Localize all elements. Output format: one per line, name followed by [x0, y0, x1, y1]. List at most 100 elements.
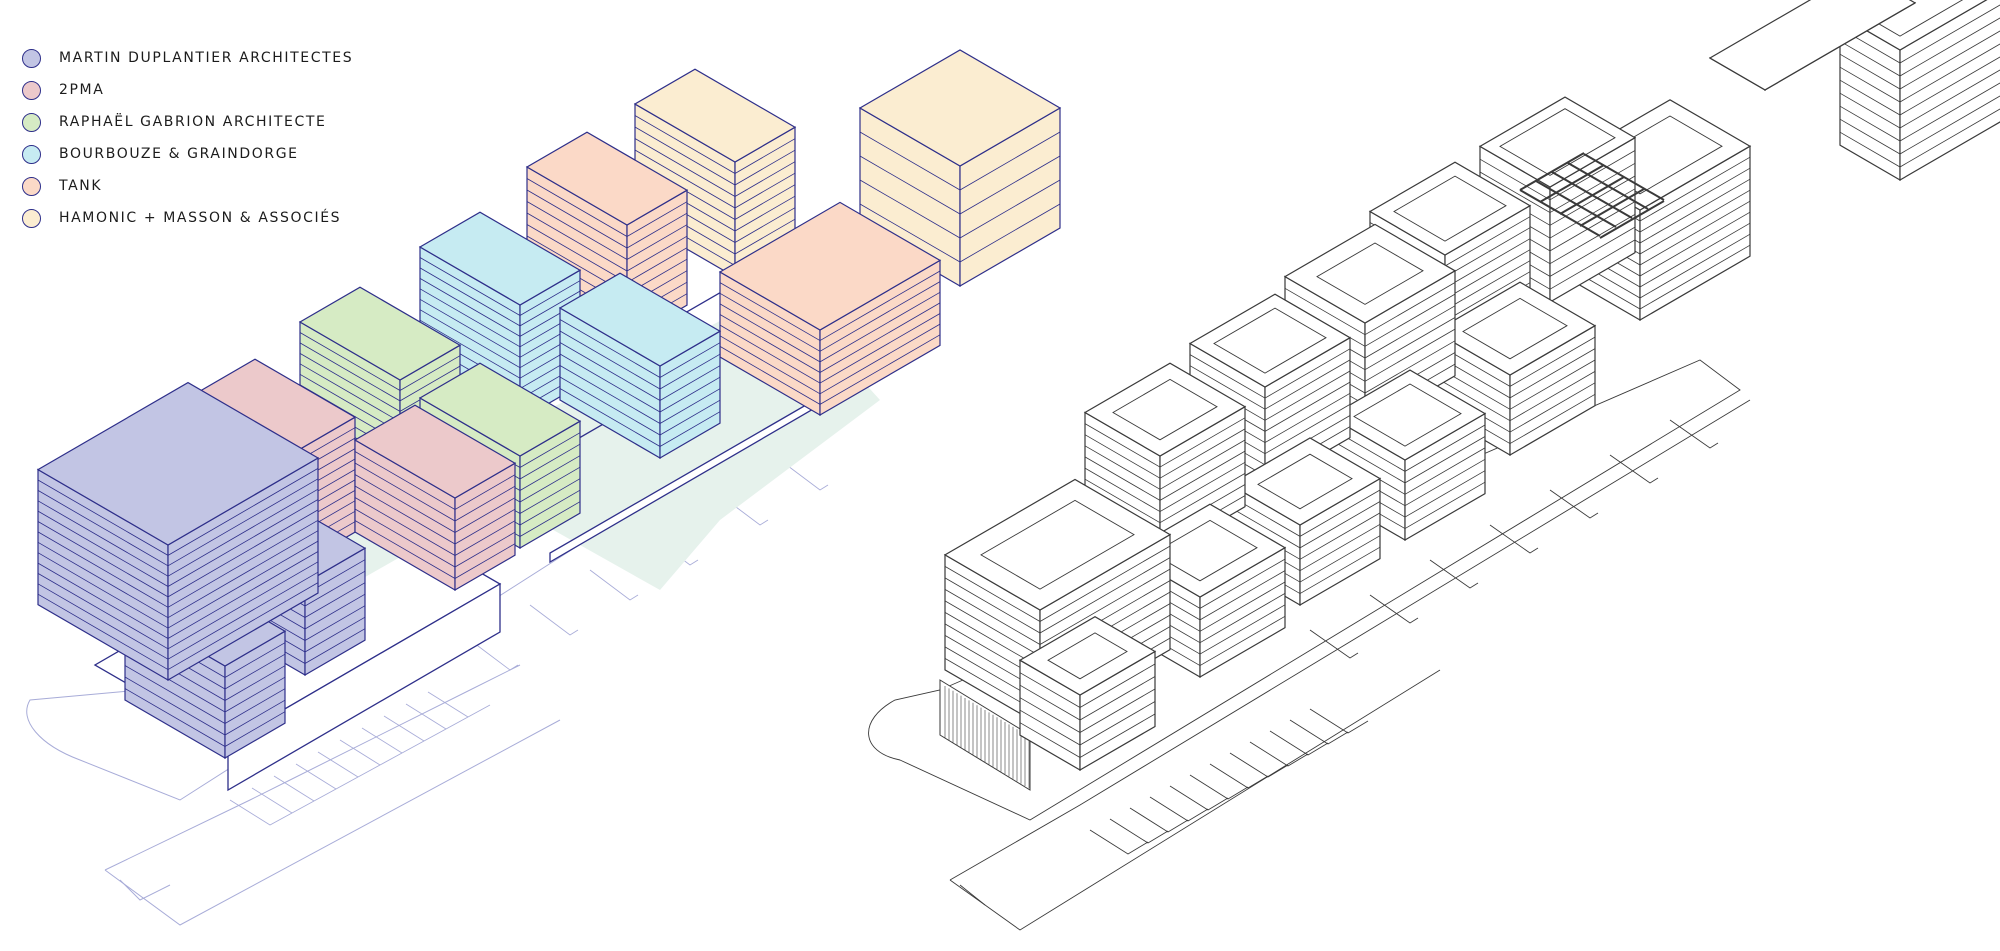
floor-line: [354, 497, 516, 556]
building-roof: [718, 201, 942, 331]
building-roof: [418, 211, 582, 306]
legend-swatch: [22, 208, 41, 228]
floor-line: [559, 319, 721, 378]
legend-label: TANK: [59, 178, 103, 194]
floor-line: [1839, 56, 2000, 116]
floor-line: [1019, 713, 1156, 758]
paving-pattern: [1089, 708, 1369, 855]
floor-line: [1839, 108, 2000, 168]
building-martin-duplantier: [36, 381, 320, 682]
site-spur-line: [1369, 594, 1419, 624]
floor-line: [559, 353, 721, 413]
site-outline: [868, 359, 1741, 821]
building-roof: [353, 404, 517, 499]
floor-line: [1329, 436, 1486, 484]
building-roof: [858, 49, 1062, 167]
site-spur-line: [1489, 524, 1539, 554]
floor-line: [419, 257, 581, 316]
floor-line: [1019, 663, 1156, 708]
floor-line: [354, 474, 516, 533]
floor-line: [1434, 336, 1596, 387]
building-face: [1899, 0, 2000, 182]
roof-terrace: [980, 499, 1135, 590]
floor-line: [559, 342, 721, 401]
floor-line: [719, 313, 941, 384]
building-roof: [1283, 223, 1457, 324]
site-spur-line: [1429, 559, 1479, 589]
floor-line: [1479, 162, 1636, 214]
building-roof: [1708, 0, 1917, 91]
street-edge: [104, 719, 561, 926]
floor-line: [634, 115, 796, 174]
floor-line: [719, 291, 941, 363]
floor-line: [1019, 701, 1156, 746]
floor-line: [1189, 348, 1351, 399]
floor-line: [1839, 82, 2000, 142]
floor-line: [559, 376, 721, 436]
floor-line: [859, 155, 1061, 215]
floor-line: [37, 582, 319, 671]
roof-terrace: [1462, 297, 1568, 360]
street-edge: [949, 669, 1441, 931]
floor-line: [37, 540, 319, 629]
building-tank: [718, 201, 942, 417]
floor-line: [37, 468, 319, 556]
roof-terrace: [1316, 242, 1424, 305]
floor-line: [634, 126, 796, 186]
floor-line: [559, 388, 721, 447]
roof-terrace: [1393, 175, 1507, 242]
legend-swatch: [22, 48, 41, 68]
floor-line: [526, 178, 688, 237]
floor-line: [719, 334, 941, 405]
roof-terrace: [1257, 453, 1353, 510]
legend-swatch: [22, 176, 41, 196]
building-roof: [525, 131, 689, 226]
building-roof: [1368, 161, 1532, 256]
floor-line: [37, 530, 319, 619]
floor-line: [1434, 348, 1596, 399]
legend-swatch: [22, 80, 41, 100]
building-hamonic-masson: [858, 49, 1062, 288]
building-roof: [558, 272, 722, 367]
legend-swatch: [22, 144, 41, 164]
floor-line: [719, 302, 941, 373]
building-hamonic-masson-detail: [1708, 0, 1917, 92]
floor-line: [1229, 489, 1381, 537]
site-spur-line: [779, 459, 829, 491]
legend-label: BOURBOUZE & GRAINDORGE: [59, 146, 299, 162]
floor-line: [124, 665, 286, 724]
floor-line: [299, 332, 461, 391]
floor-line: [37, 571, 319, 660]
pergola-beam: [1583, 153, 1665, 201]
floor-line: [124, 676, 286, 736]
floor-line: [1434, 371, 1596, 422]
floor-line: [1189, 359, 1351, 410]
building-roof: [633, 68, 797, 163]
floor-line: [634, 138, 796, 197]
floor-line: [354, 451, 516, 510]
floor-line: [1084, 417, 1246, 468]
floor-line: [526, 201, 688, 260]
building-roof: [943, 478, 1172, 611]
legend-item-bourbouze-graindorge: BOURBOUZE & GRAINDORGE: [22, 138, 353, 170]
floor-line: [419, 267, 581, 327]
floor-line: [354, 485, 516, 545]
roof-terrace: [1213, 307, 1327, 374]
floor-line: [1084, 461, 1246, 513]
paving-pattern: [229, 691, 491, 826]
legend-label: HAMONIC + MASSON & ASSOCIÉS: [59, 210, 342, 226]
floor-line: [354, 520, 516, 579]
podium-hatching: [944, 686, 1030, 789]
building-roof: [1228, 437, 1382, 526]
building-detail: [1018, 616, 1157, 772]
floor-line: [1839, 43, 2000, 103]
floor-line: [526, 189, 688, 249]
floor-line: [559, 330, 721, 390]
floor-line: [354, 508, 516, 568]
site-spur-line: [1309, 629, 1359, 659]
floor-line: [634, 149, 796, 209]
floor-line: [37, 551, 319, 639]
podium-face: [227, 582, 501, 792]
building-roof: [1433, 281, 1597, 376]
legend-item-tank: TANK: [22, 170, 353, 202]
